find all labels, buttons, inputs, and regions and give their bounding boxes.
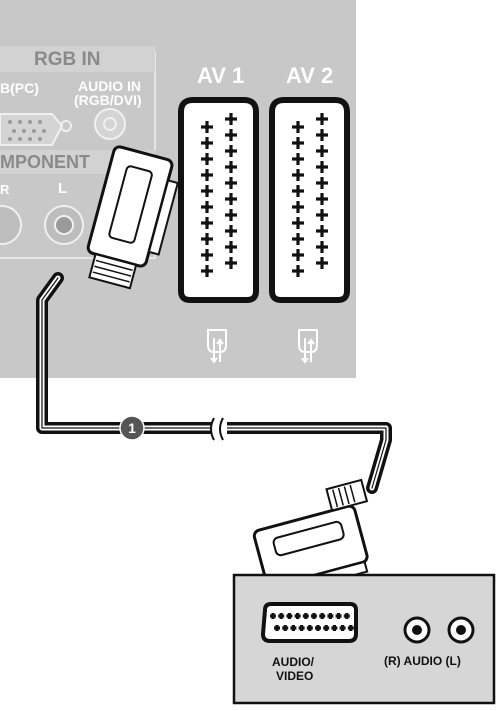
scart-pin [296, 233, 300, 245]
scart-pin [291, 625, 295, 631]
scart-pin [332, 625, 336, 631]
scart-pin [324, 625, 328, 631]
scart-pin [205, 153, 209, 165]
rgb-pc-label: B(PC) [0, 80, 39, 96]
scart-pin [229, 257, 233, 269]
scart-pin [229, 209, 233, 221]
scart-pin [320, 225, 324, 237]
scart-pin [320, 257, 324, 269]
scart-pin [345, 613, 349, 619]
scart-pin [320, 177, 324, 189]
scart-pin [296, 249, 300, 261]
av1-label: AV 1 [197, 63, 245, 88]
scart-pin [279, 613, 283, 619]
scart-pin [296, 185, 300, 197]
scart-pin [328, 613, 332, 619]
audio-in-label-1: AUDIO IN [78, 78, 141, 94]
component-r-label: R [0, 182, 10, 197]
scart-pin [296, 201, 300, 213]
step-number: 1 [128, 420, 136, 436]
scart-pin [308, 625, 312, 631]
scart-pin [349, 625, 353, 631]
scart-pin [320, 241, 324, 253]
scart-pin [287, 613, 291, 619]
scart-pin [320, 113, 324, 125]
scart-pin [296, 153, 300, 165]
scart-pin [320, 145, 324, 157]
scart-pin [341, 625, 345, 631]
rgb-in-title-bar [0, 46, 155, 72]
scart-pin [229, 225, 233, 237]
scart-pin [205, 217, 209, 229]
scart-label-2: VIDEO [276, 669, 314, 683]
scart-pin [205, 201, 209, 213]
scart-pin [296, 169, 300, 181]
scart-pin [296, 137, 300, 149]
audio-label: (R) AUDIO (L) [384, 654, 461, 668]
av2-label: AV 2 [286, 63, 334, 88]
scart-pin [320, 129, 324, 141]
rgb-in-title: RGB IN [34, 49, 101, 70]
scart-pin [283, 625, 287, 631]
av2-in-out-icon [298, 329, 318, 364]
audio-in-label-2: (RGB/DVI) [74, 92, 142, 108]
step-marker [119, 415, 145, 441]
component-title: MPONENT [0, 152, 90, 172]
scart-pin [205, 121, 209, 133]
scart-pin [229, 241, 233, 253]
scart-pin [229, 161, 233, 173]
scart-pin [337, 613, 341, 619]
scart-pin [320, 613, 324, 619]
scart-pin [229, 129, 233, 141]
scart-pin [296, 121, 300, 133]
scart-pin [320, 161, 324, 173]
scart-pin [205, 249, 209, 261]
scart-pin [205, 169, 209, 181]
scart-pin [229, 193, 233, 205]
scart-pin [229, 177, 233, 189]
rgb-pc-port [0, 113, 72, 146]
audio-in-jack [94, 108, 126, 140]
scart-pin [205, 233, 209, 245]
scart-pin [275, 625, 279, 631]
scart-pin [312, 613, 316, 619]
scart-pin [205, 265, 209, 277]
av1-scart-port [178, 97, 259, 303]
scart-pin [320, 209, 324, 221]
scart-pin [205, 137, 209, 149]
scart-pin [205, 185, 209, 197]
scart-pin [296, 265, 300, 277]
scart-pin [271, 613, 275, 619]
scart-pin [296, 217, 300, 229]
scart-pin [229, 113, 233, 125]
device-scart-socket [260, 602, 358, 643]
scart-pin [229, 145, 233, 157]
scart-pin [296, 613, 300, 619]
av1-in-out-icon [207, 329, 227, 364]
cable-break-icon [210, 417, 224, 441]
scart-pin [304, 613, 308, 619]
av2-scart-port [269, 97, 350, 303]
scart-pin [320, 193, 324, 205]
component-jacks [0, 205, 84, 245]
device-audio-jacks [403, 616, 475, 644]
scart-pin [316, 625, 320, 631]
scart-label-1: AUDIO/ [272, 655, 314, 669]
scart-pin [300, 625, 304, 631]
tv-scart-plug [86, 145, 179, 290]
component-l-label: L [58, 180, 68, 197]
